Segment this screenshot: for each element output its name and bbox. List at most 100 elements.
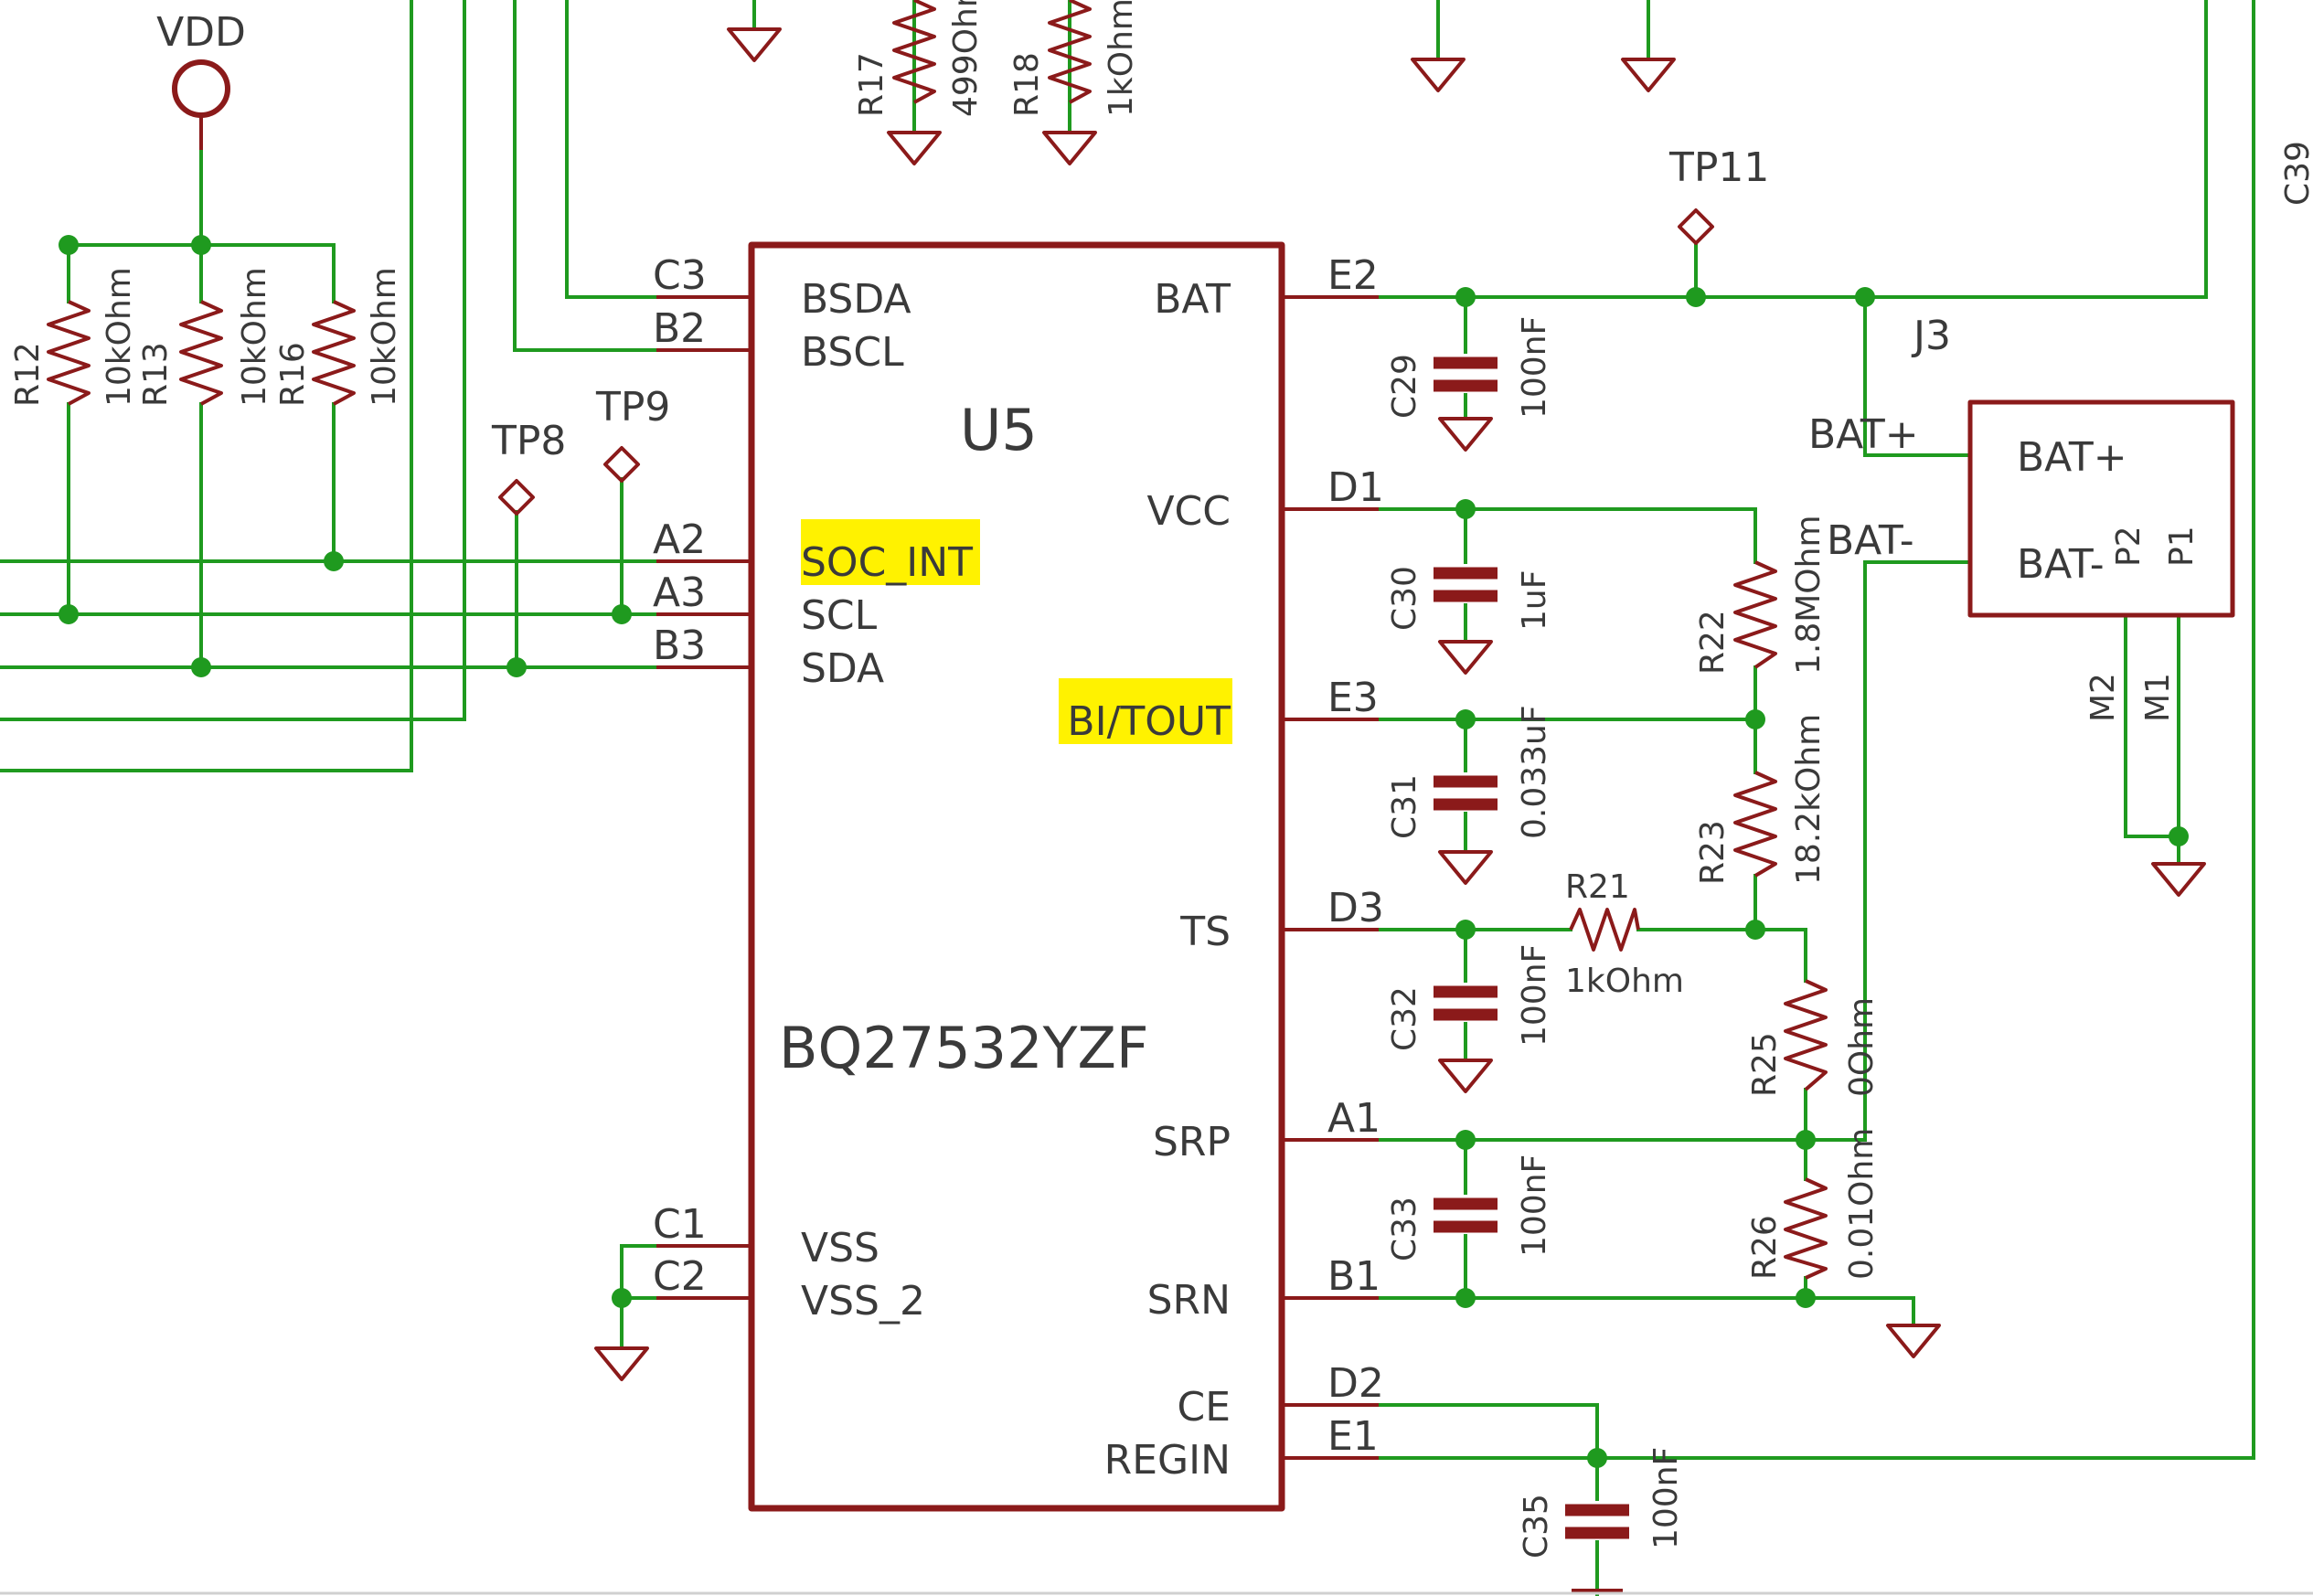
junction-dot: [191, 235, 211, 255]
junction-dot: [612, 604, 632, 624]
junction-dot: [612, 1288, 632, 1308]
pin-ball-c1: C1: [653, 1201, 707, 1248]
pin-ball-b2: B2: [653, 305, 706, 352]
junction-dot: [191, 657, 211, 677]
junction-dot: [1686, 287, 1706, 307]
c35-value: 100nF: [1647, 1447, 1685, 1549]
capacitor-c30: [1434, 567, 1498, 602]
test-points: TP8 TP9 TP11: [491, 144, 1769, 516]
chip-body: [748, 241, 1285, 1512]
vdd-label: VDD: [156, 9, 246, 56]
resistor-r17: [892, 0, 936, 104]
pin-name-bscl: BSCL: [801, 329, 904, 376]
pin-name-bi-tout: BI/TOUT: [1067, 698, 1231, 745]
pin-ball-b1: B1: [1327, 1253, 1380, 1300]
capacitor-c33: [1434, 1197, 1498, 1233]
resistor-r25: [1784, 979, 1828, 1091]
pin-ball-d1: D1: [1327, 464, 1384, 511]
j3-ref: J3: [1911, 313, 1951, 359]
test-point-tp9-icon: [603, 446, 640, 483]
chip-ref: U5: [960, 397, 1038, 463]
pin-name-regin: REGIN: [1104, 1437, 1231, 1484]
pin-ball-c2: C2: [653, 1253, 707, 1300]
ground-icon: [1621, 58, 1676, 92]
ground-symbols: [594, 27, 2206, 1592]
r17-ref: R17: [853, 52, 890, 117]
resistor-r22: [1733, 560, 1777, 669]
pin-ball-d2: D2: [1327, 1360, 1384, 1407]
r18-ref: R18: [1008, 52, 1046, 117]
j3-pin-p2: P2: [2110, 526, 2148, 567]
resistors: R12 10kOhm R13 10kOhm R16 10kOhm R17 499…: [9, 0, 1881, 1280]
pin-name-bat: BAT: [1154, 276, 1231, 323]
r22-value: 1.8MOhm: [1790, 515, 1828, 675]
junction-dot: [1455, 1130, 1476, 1150]
highlight-soc-int: [801, 519, 980, 585]
c32-value: 100nF: [1516, 944, 1553, 1047]
ground-icon: [727, 27, 782, 62]
resistor-r18: [1048, 0, 1092, 104]
junction-dot: [59, 604, 79, 624]
junction-dot: [1587, 1448, 1607, 1468]
c30-ref: C30: [1386, 566, 1423, 631]
connector-j3: J3 BAT+ BAT- BAT+ BAT- P2 P1 M2 M1: [1808, 313, 2235, 722]
j3-pin-m1: M1: [2139, 673, 2177, 722]
pin-name-srn: SRN: [1147, 1277, 1231, 1324]
r23-value: 18.2kOhm: [1790, 714, 1828, 885]
r13-ref: R13: [137, 342, 175, 407]
resistor-r26: [1784, 1177, 1828, 1280]
junction-dot: [59, 235, 79, 255]
r26-ref: R26: [1746, 1215, 1784, 1280]
r25-ref: R25: [1746, 1032, 1784, 1097]
test-point-tp11-icon: [1678, 208, 1714, 245]
junction-dot: [1455, 709, 1476, 729]
junction-dot: [506, 657, 527, 677]
r12-ref: R12: [9, 342, 47, 407]
resistor-r13: [179, 300, 223, 406]
r21-value: 1kOhm: [1565, 963, 1684, 1000]
pin-ball-e3: E3: [1327, 675, 1379, 721]
vdd-supply: VDD: [156, 9, 246, 150]
j3-pin-bat-plus: BAT+: [2017, 434, 2127, 481]
ground-icon: [1438, 417, 1493, 452]
junction-dot: [2169, 826, 2189, 846]
resistor-r21: [1569, 908, 1640, 952]
ground-icon: [1438, 640, 1493, 675]
pin-name-ts: TS: [1179, 909, 1231, 955]
tp11-label: TP11: [1668, 144, 1769, 191]
ground-icon: [1438, 1059, 1493, 1093]
r22-ref: R22: [1694, 610, 1732, 675]
junction-dot: [1455, 1288, 1476, 1308]
ground-icon: [1042, 131, 1097, 165]
r13-value: 10kOhm: [236, 267, 273, 407]
j3-pin-p1: P1: [2163, 526, 2201, 567]
pin-ball-e2: E2: [1327, 252, 1379, 299]
ground-icon: [1438, 850, 1493, 885]
junction-dot: [1796, 1130, 1816, 1150]
ground-icon: [2151, 862, 2206, 897]
r12-value: 10kOhm: [101, 267, 138, 407]
pin-name-scl: SCL: [801, 592, 878, 639]
junction-dot: [1745, 709, 1765, 729]
j3-pin-bat-minus: BAT-: [2017, 541, 2105, 588]
c30-value: 1uF: [1516, 570, 1553, 631]
junction-dot: [1855, 287, 1875, 307]
chip-u5: U5 BQ27532YZF BSDA BSCL SOC_INT SCL SDA …: [653, 241, 1384, 1512]
net-label-bat-plus: BAT+: [1808, 411, 1919, 458]
ground-icon: [594, 1346, 649, 1381]
junction-dot: [1455, 920, 1476, 940]
junctions: [59, 235, 2189, 1468]
net-label-bat-minus: BAT-: [1827, 517, 1914, 564]
r25-value: 0Ohm: [1843, 997, 1881, 1097]
c31-ref: C31: [1386, 774, 1423, 839]
junction-dot: [1455, 287, 1476, 307]
junction-dot: [1796, 1288, 1816, 1308]
ground-icon: [1411, 58, 1466, 92]
pin-ball-a1: A1: [1327, 1095, 1380, 1142]
capacitor-c35: [1565, 1504, 1629, 1539]
r18-value: 1kOhm: [1103, 0, 1140, 117]
r23-ref: R23: [1694, 820, 1732, 885]
pin-name-vss-2: VSS_2: [801, 1278, 925, 1325]
junction-dot: [324, 551, 344, 571]
